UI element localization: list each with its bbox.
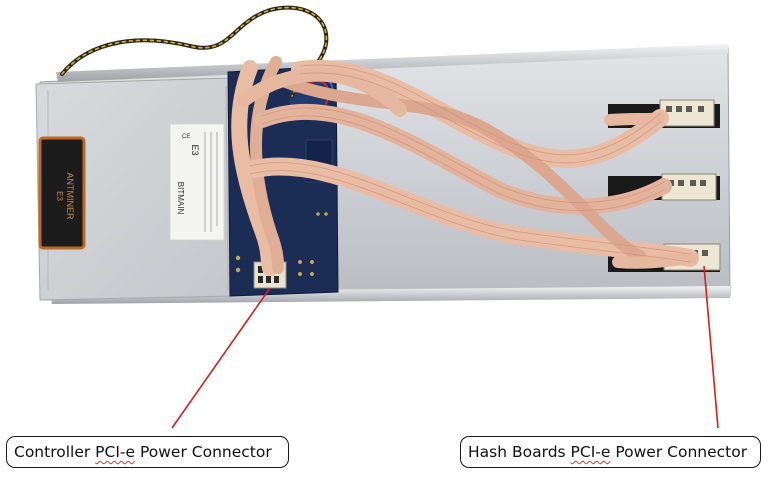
hashboard-callout-mark: PCI-e — [570, 443, 611, 461]
pcie-cables — [231, 56, 699, 276]
model-sticker: E3 BITMAIN CE — [169, 123, 225, 241]
svg-text:CE: CE — [182, 134, 190, 140]
antminer-label: ANTMINER E3 — [38, 136, 86, 250]
antminer-brand-text: ANTMINER — [65, 173, 75, 221]
hashboard-callout-post: Power Connector — [610, 443, 748, 461]
sticker-model-text: E3 — [190, 144, 200, 155]
controller-pointer-line — [171, 287, 271, 429]
hashboard-pointer-line — [703, 265, 719, 429]
controller-callout-pre: Controller — [14, 443, 96, 461]
controller-callout-mark: PCI-e — [95, 443, 136, 461]
controller-connector-callout: Controller PCI-e Power Connector — [6, 436, 289, 468]
hashboard-connector-callout: Hash Boards PCI-e Power Connector — [460, 436, 761, 468]
controller-callout-post: Power Connector — [135, 443, 272, 461]
antminer-model-text: E3 — [55, 191, 64, 201]
hashboard-callout-pre: Hash Boards — [468, 443, 571, 461]
sticker-maker-text: BITMAIN — [176, 182, 185, 215]
